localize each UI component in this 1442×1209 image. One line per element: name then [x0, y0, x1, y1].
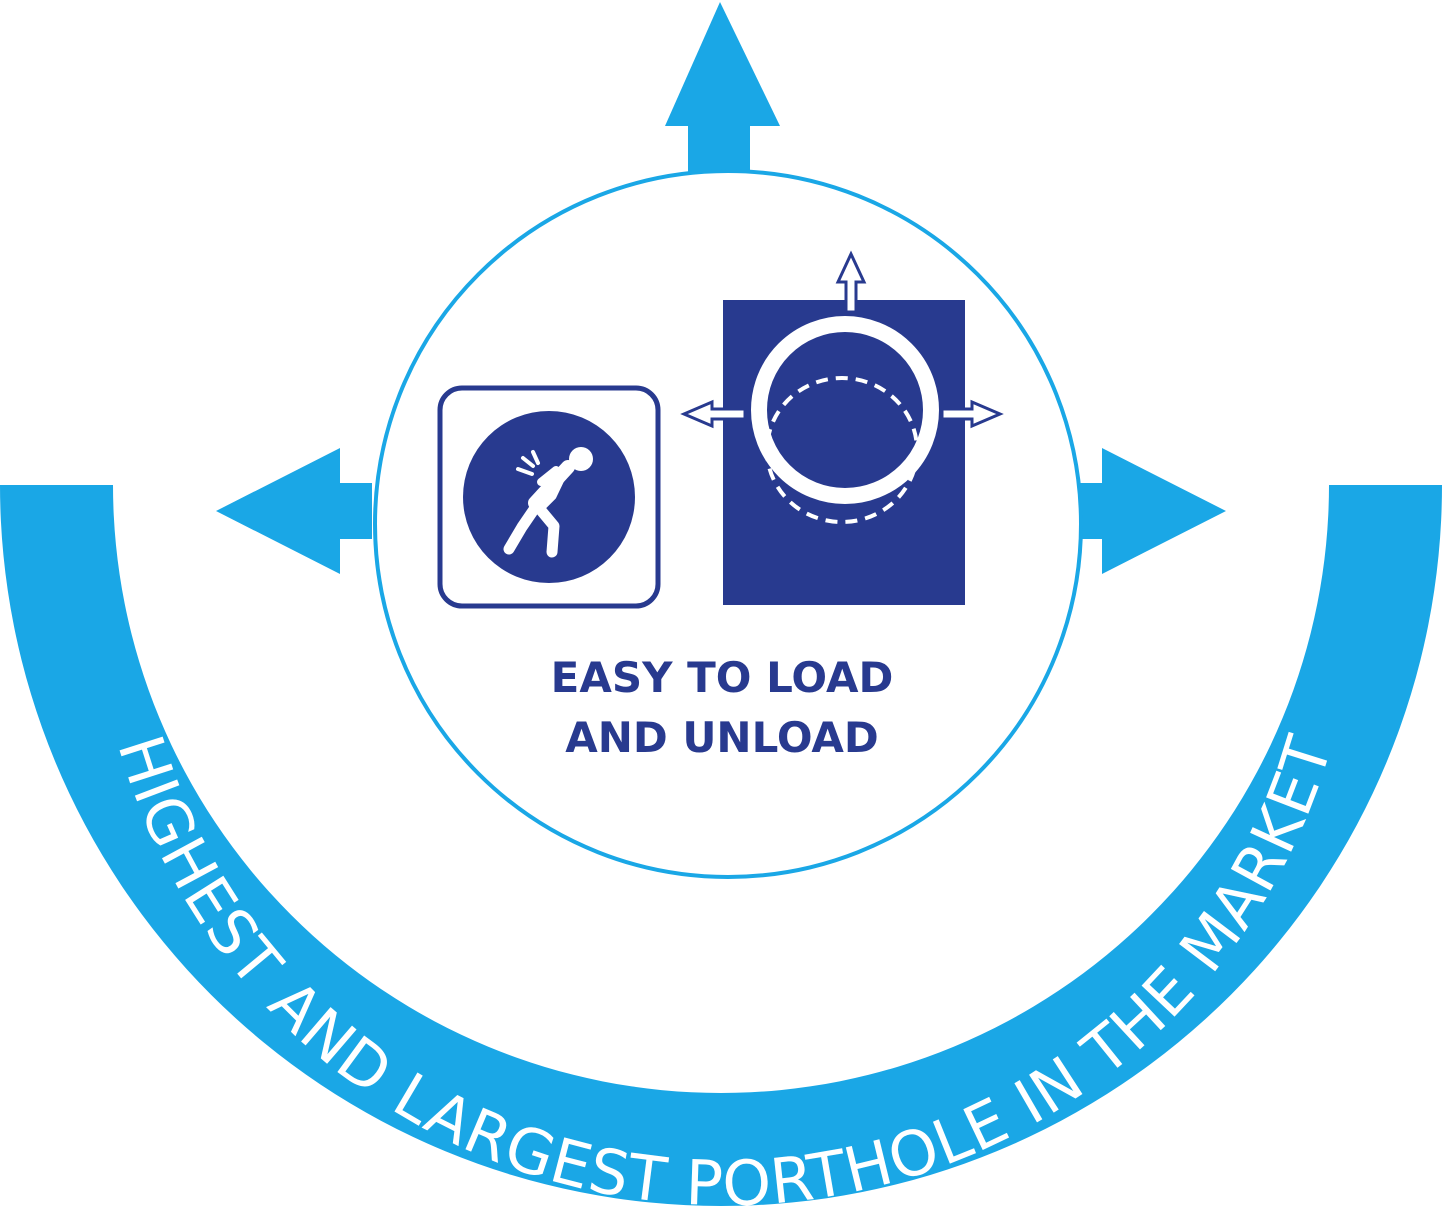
back-pain-person-icon	[437, 385, 661, 609]
arc-banner	[0, 485, 1442, 1206]
expand-arrow-left-icon	[680, 399, 747, 429]
porthole-door-icon	[680, 250, 1004, 605]
caption-line-2: AND UNLOAD	[565, 713, 879, 762]
expand-arrow-up-icon	[835, 250, 867, 314]
caption-line-1: EASY TO LOAD	[551, 653, 894, 702]
expand-arrow-right-icon	[940, 399, 1004, 429]
arrow-right-icon	[1070, 448, 1226, 574]
arrow-left-icon	[216, 448, 372, 574]
